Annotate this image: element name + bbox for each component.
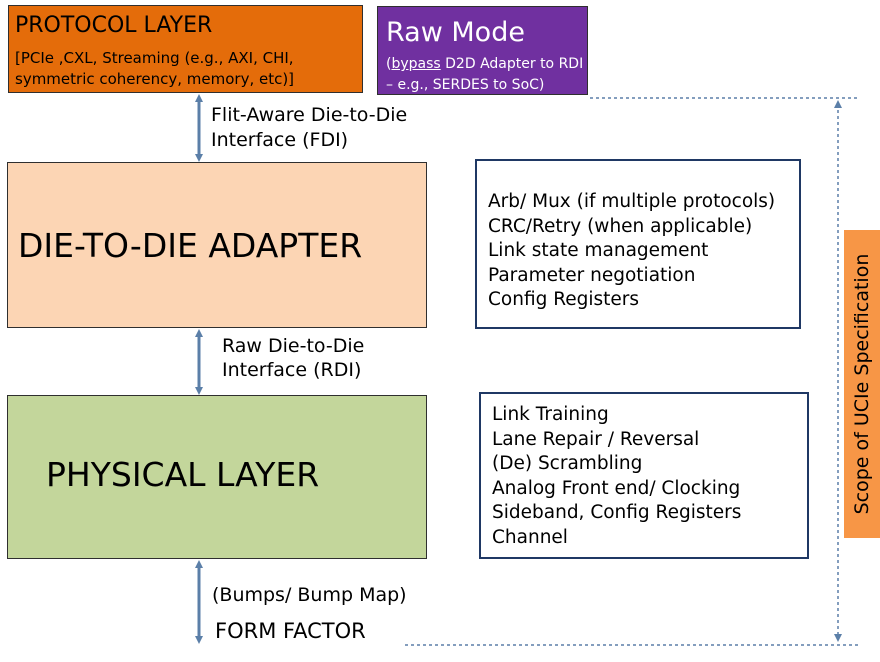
physical-function-item: Sideband, Config Registers <box>492 502 742 523</box>
physical-functions-box: Link Training Lane Repair / Reversal (De… <box>479 392 809 559</box>
scope-label: Scope of UCIe Specification <box>851 253 873 515</box>
raw-mode-desc-rest: D2D Adapter to RDI – e.g., SERDES to SoC… <box>386 56 584 93</box>
adapter-function-item: CRC/Retry (when applicable) <box>488 215 753 237</box>
raw-mode-box: Raw Mode (bypass D2D Adapter to RDI – e.… <box>377 6 588 95</box>
raw-mode-desc-open: ( <box>386 56 392 72</box>
d2d-adapter-box: DIE-TO-DIE ADAPTER <box>7 162 427 328</box>
protocol-layer-subtitle: [PCIe ,CXL, Streaming (e.g., AXI, CHI, s… <box>15 49 295 88</box>
scope-label-box <box>844 230 880 538</box>
physical-layer-box: PHYSICAL LAYER <box>7 395 427 559</box>
physical-function-item: Lane Repair / Reversal <box>492 428 700 450</box>
physical-function-item: Link Training <box>492 404 609 425</box>
rdi-label-line1: Raw Die-to-Die <box>222 335 365 357</box>
form-factor-label: FORM FACTOR <box>215 619 366 643</box>
physical-function-item: (De) Scrambling <box>492 453 643 474</box>
fdi-label-line1: Flit-Aware Die-to-Die <box>211 104 408 126</box>
adapter-functions-box: Arb/ Mux (if multiple protocols) CRC/Ret… <box>475 159 801 329</box>
protocol-layer-title: PROTOCOL LAYER <box>15 13 213 38</box>
physical-layer-title: PHYSICAL LAYER <box>46 455 320 494</box>
fdi-label-line2: Interface (FDI) <box>211 129 349 151</box>
raw-mode-description: (bypass D2D Adapter to RDI – e.g., SERDE… <box>386 54 586 96</box>
rdi-label-line2: Interface (RDI) <box>222 359 362 381</box>
bump-map-label: (Bumps/ Bump Map) <box>212 584 407 606</box>
adapter-function-item: Parameter negotiation <box>488 264 696 286</box>
adapter-function-item: Link state management <box>488 240 709 261</box>
d2d-adapter-title: DIE-TO-DIE ADAPTER <box>18 226 363 265</box>
physical-function-item: Channel <box>492 526 568 548</box>
adapter-function-item: Arb/ Mux (if multiple protocols) <box>488 191 776 212</box>
adapter-function-item: Config Registers <box>488 289 640 310</box>
raw-mode-bypass-link[interactable]: bypass <box>391 56 441 72</box>
raw-mode-title: Raw Mode <box>386 17 525 48</box>
physical-function-item: Analog Front end/ Clocking <box>492 477 741 499</box>
protocol-layer-box: PROTOCOL LAYER [PCIe ,CXL, Streaming (e.… <box>8 5 363 93</box>
